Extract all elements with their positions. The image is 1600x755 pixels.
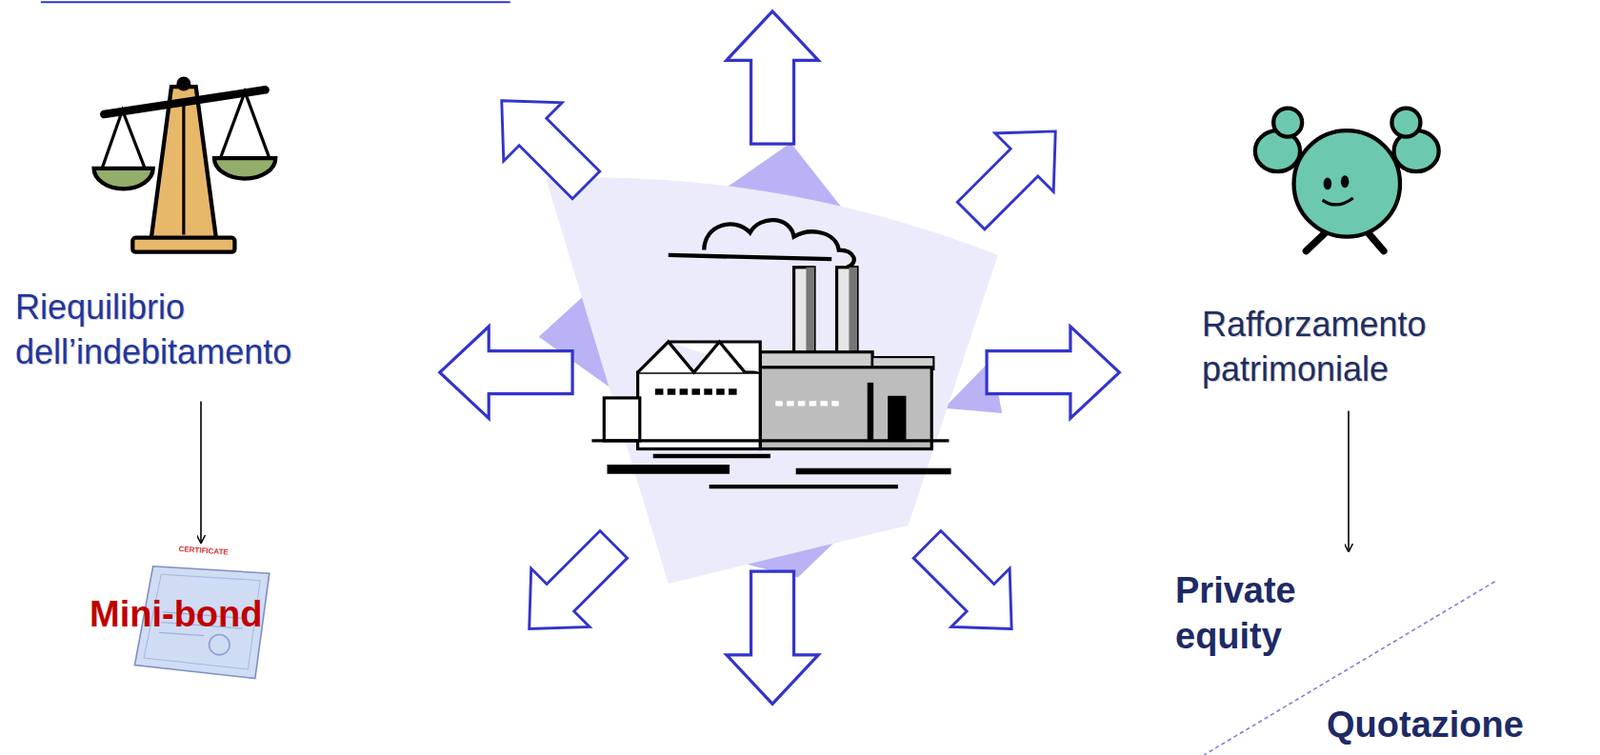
strong-character-icon: [1255, 108, 1440, 252]
factory-icon: [775, 400, 783, 406]
scales-icon: [94, 168, 154, 189]
factory-icon: [591, 439, 949, 442]
factory-icon: [798, 400, 806, 406]
factory-icon: [775, 400, 839, 406]
factory-icon: [887, 396, 906, 442]
factory-icon: [837, 267, 858, 362]
factory-icon: [796, 468, 952, 475]
factory-icon: [638, 341, 761, 373]
factory-icon: [603, 398, 640, 441]
factory-icon: [760, 367, 932, 450]
outline-arrows: [440, 326, 573, 419]
node-text: Quotazione: [1326, 702, 1594, 749]
scales-icon: [220, 92, 269, 160]
factory-icon: [728, 388, 738, 395]
outline-arrows: [726, 571, 819, 704]
node-text: Riequilibrio dell’indebitamento: [15, 285, 397, 376]
factory-icon: [703, 220, 854, 268]
scales-icon: [176, 76, 191, 91]
factory-icon: [794, 267, 815, 362]
outline-arrows: [440, 11, 1120, 705]
outline-arrows: [472, 71, 616, 215]
certificate-caption: CERTIFICATE: [178, 544, 229, 558]
underline: [40, 0, 511, 3]
factory-icon: [691, 388, 700, 395]
outline-arrows: [898, 515, 1041, 659]
outline-arrows: [726, 11, 819, 144]
factory-icon: [805, 267, 815, 362]
factory-icon: [668, 255, 832, 260]
factory-icon: [607, 464, 731, 475]
strong-character-icon: [1294, 130, 1400, 237]
connector-arrow: [200, 401, 202, 543]
factory-icon: [820, 400, 828, 406]
strong-character-icon: [1323, 178, 1333, 191]
outline-arrows: [941, 101, 1085, 245]
strong-character-icon: [1391, 108, 1420, 138]
strong-character-icon: [1322, 198, 1354, 205]
factory-icon: [786, 400, 795, 406]
factory-icon: [655, 388, 738, 395]
factory-icon: [653, 454, 771, 459]
instrument-text: Quotazione: [1326, 702, 1594, 749]
instrument-text: Private equity: [1175, 551, 1385, 660]
goal-text: Riequilibrio dell’indebitamento: [15, 285, 397, 402]
factory-icon: [716, 388, 725, 395]
goal-text: Rafforzamento patrimoniale: [1201, 302, 1545, 412]
instrument-text: Mini-bond: [89, 542, 319, 637]
factory-icon: [667, 388, 677, 395]
factory-icon: [655, 388, 664, 395]
factory-icon: [709, 484, 899, 489]
certificate-icon: [209, 635, 230, 656]
node-text: Mini-bond: [89, 594, 319, 637]
node-text: Private equity: [1175, 568, 1385, 660]
factory-icon: [867, 382, 874, 442]
strong-character-icon: [1340, 175, 1350, 188]
outline-arrows: [500, 515, 643, 659]
factory-icon: [848, 267, 858, 362]
star-background: [545, 177, 999, 583]
scales-icon: [132, 238, 235, 253]
scales-icon: [181, 101, 185, 235]
scales-icon: [101, 110, 145, 169]
factory-icon: [809, 400, 818, 406]
factory-icon: [638, 372, 761, 449]
star-background: [539, 142, 1002, 584]
strong-character-icon: [1273, 108, 1302, 138]
scales-icon: [94, 76, 277, 252]
outline-arrows: [986, 326, 1120, 419]
factory-icon: [831, 400, 840, 406]
node-text: Rafforzamento patrimoniale: [1201, 302, 1545, 393]
factory-icon: [591, 220, 951, 487]
factory-icon: [703, 388, 713, 395]
scales-icon: [214, 158, 276, 179]
factory-icon: [680, 388, 689, 395]
connector-arrow: [1347, 411, 1350, 552]
